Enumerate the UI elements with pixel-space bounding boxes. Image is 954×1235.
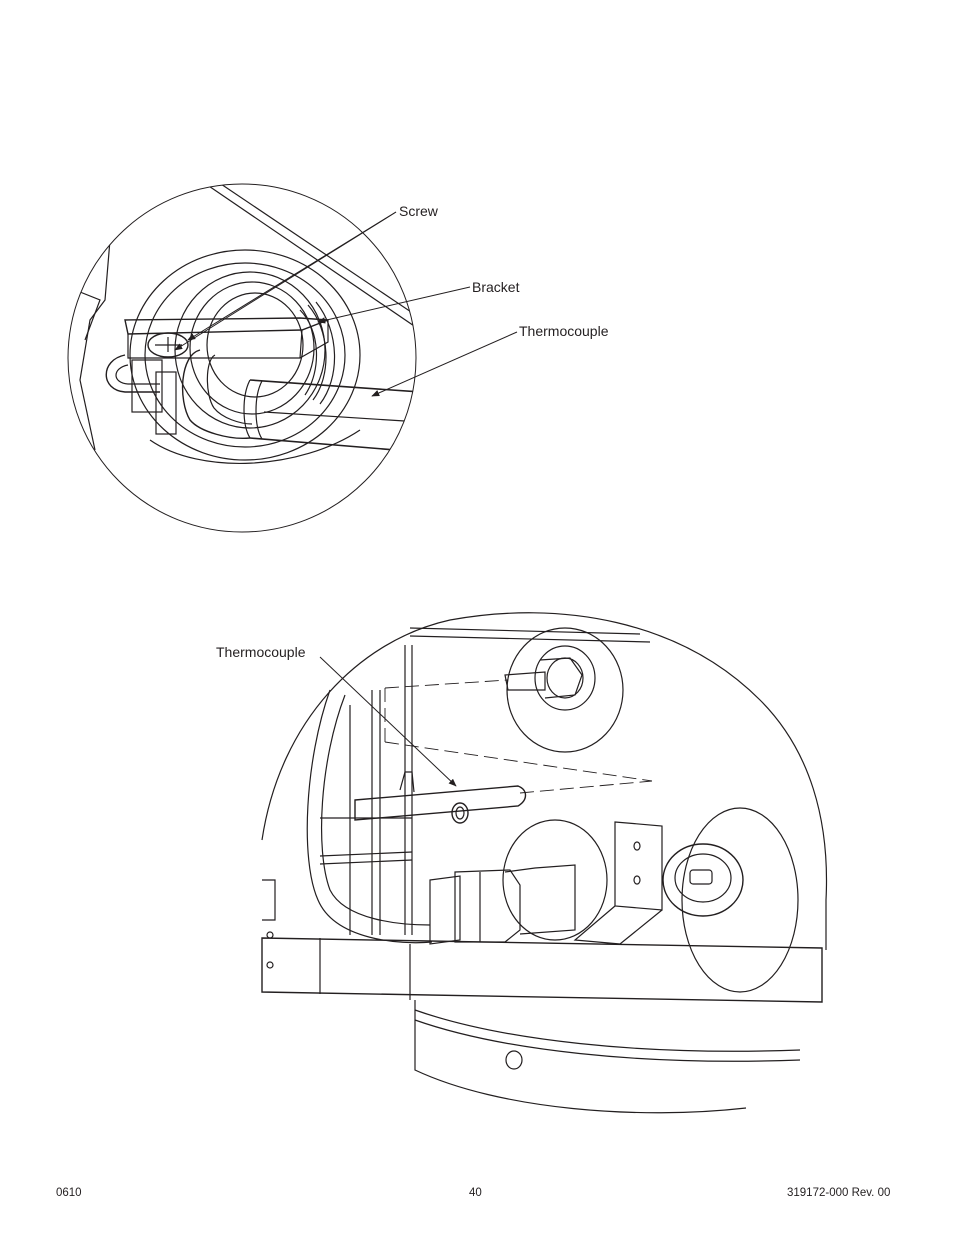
footer-page-number: 40 [469,1187,482,1199]
top-detail-circle-outline [67,183,417,533]
callout-screw: Screw [399,203,438,219]
bottom-detail-outline [261,612,828,950]
thermocouple-leader-line-top [371,331,518,397]
top-callout-leaders [174,211,518,397]
callout-bracket: Bracket [472,279,520,295]
screw-leader-line-2 [174,211,397,351]
thermocouple-leader-line-bottom [319,656,457,787]
bottom-callout-leader [319,656,457,787]
bracket-leader-line [317,286,471,324]
footer-date-code: 0610 [56,1187,82,1199]
top-detail-figure [67,183,417,533]
bottom-detail-figure [261,612,828,1114]
footer-doc-number: 319172-000 Rev. 00 [787,1187,891,1199]
callout-thermocouple-bottom: Thermocouple [216,644,306,660]
callout-thermocouple-top: Thermocouple [519,323,609,339]
